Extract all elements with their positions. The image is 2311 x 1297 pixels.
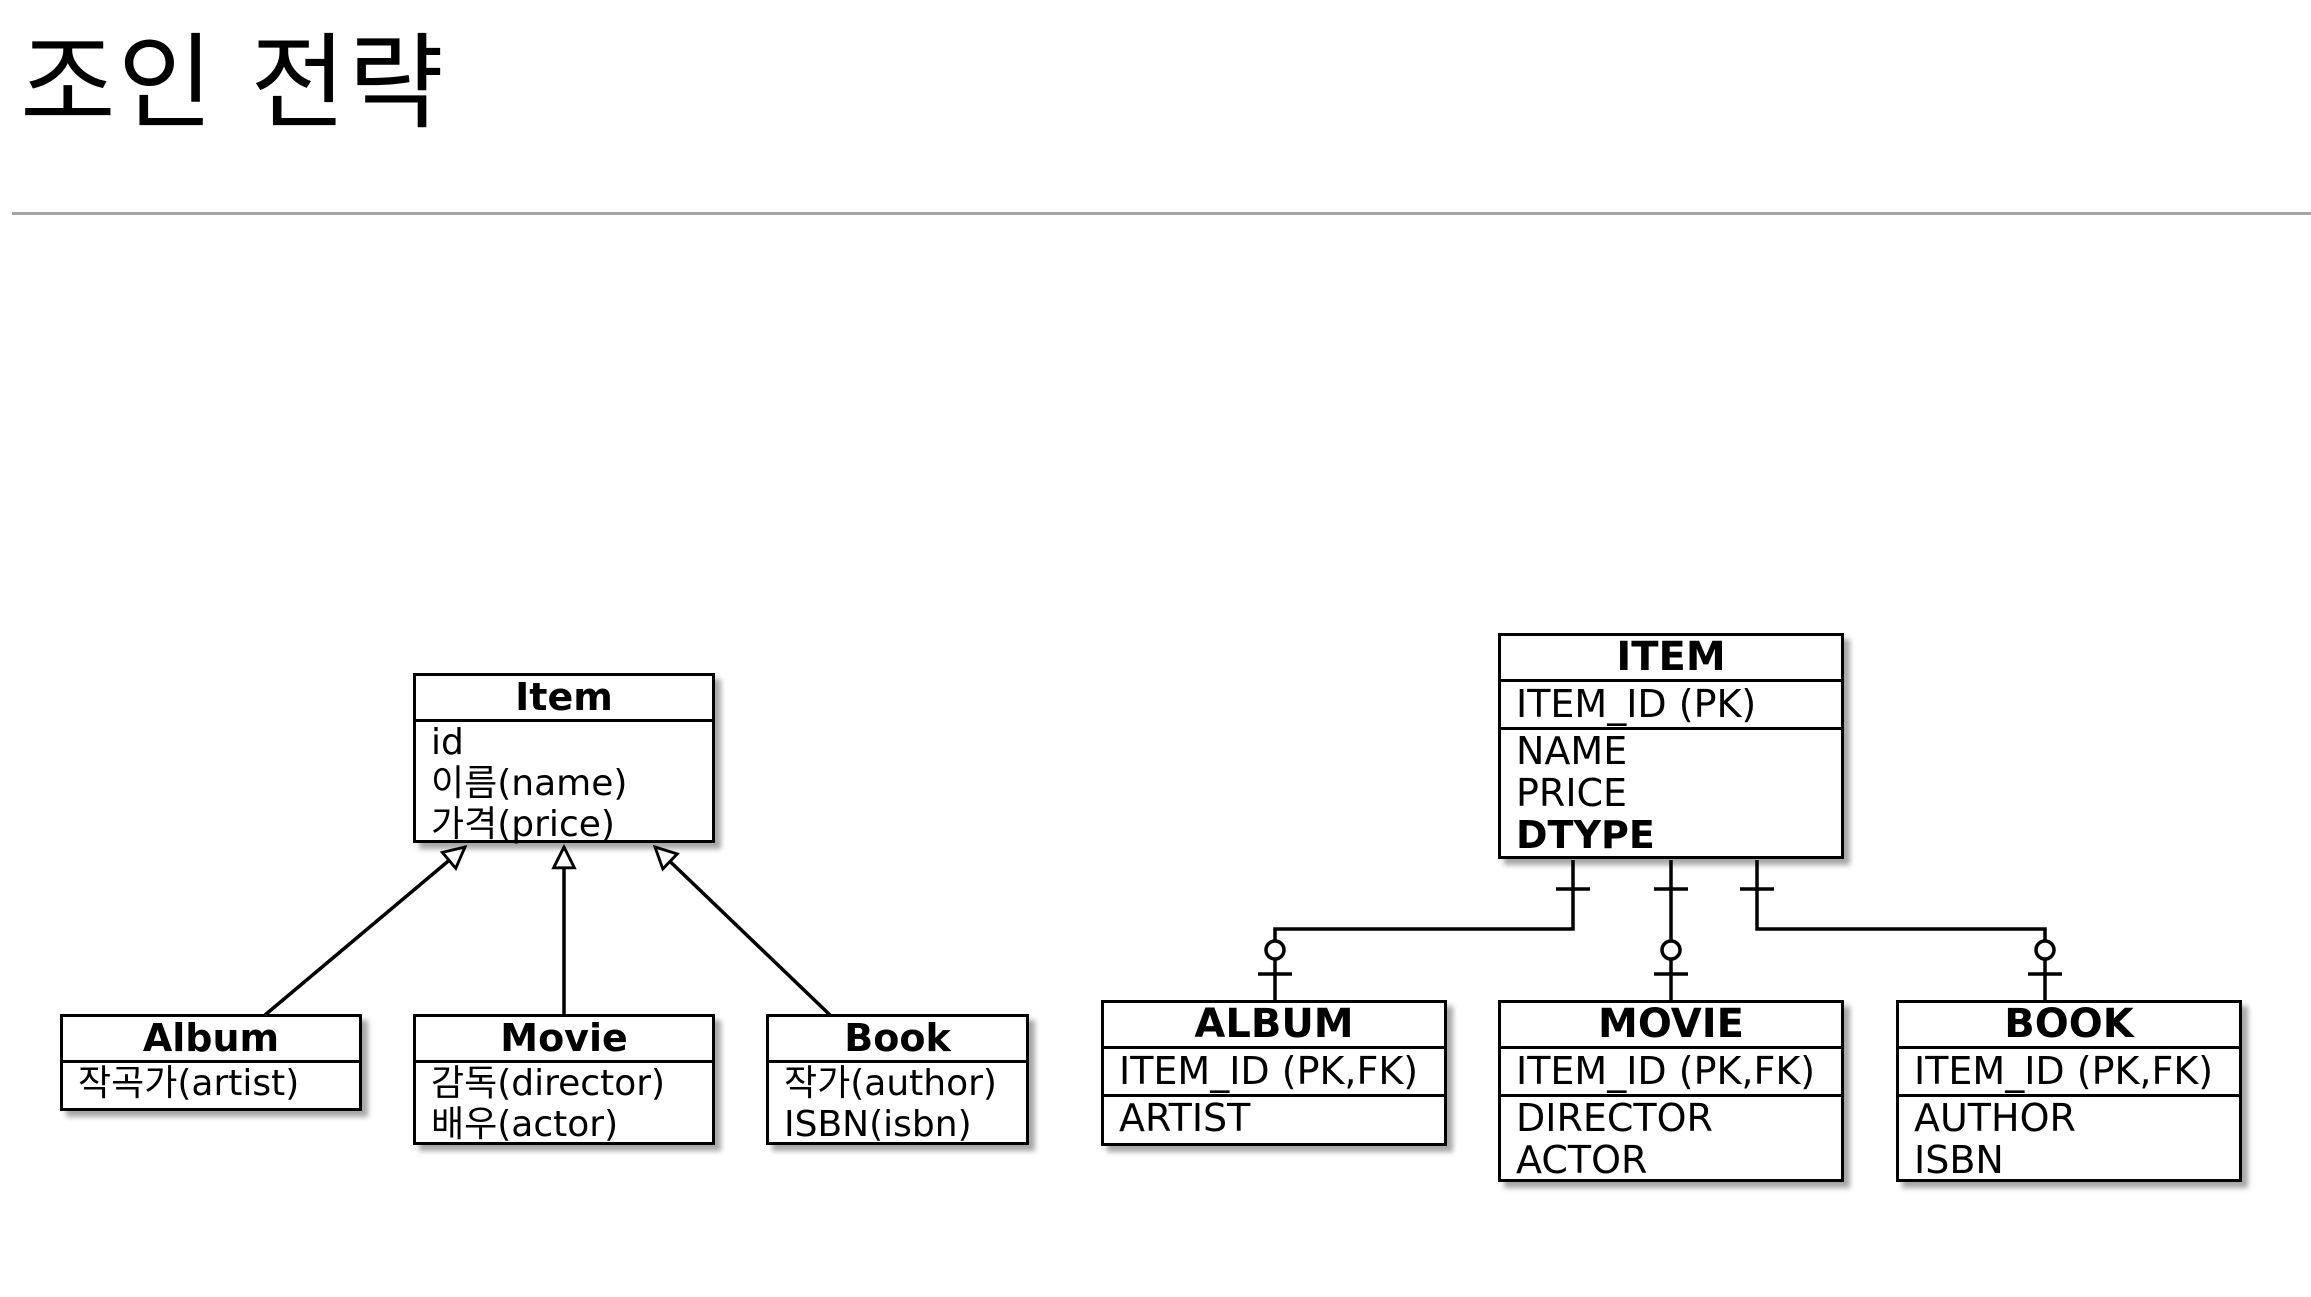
inherit-arrow-book — [655, 847, 832, 1017]
class-item-attributes: id 이름(name) 가격(price) — [416, 722, 712, 845]
relation-item-book — [1740, 860, 2062, 1001]
class-attribute: 배우(actor) — [431, 1104, 619, 1145]
table-album-columns: ARTIST — [1104, 1097, 1444, 1139]
table-album-name: ALBUM — [1104, 1003, 1444, 1049]
class-item-name: Item — [416, 676, 712, 722]
class-book-name: Book — [769, 1017, 1026, 1063]
class-item-box: Item id 이름(name) 가격(price) — [413, 673, 715, 845]
table-album-box: ALBUM ITEM_ID (PK,FK) ARTIST — [1101, 1000, 1447, 1146]
table-column: ACTOR — [1516, 1138, 1648, 1182]
slide-title: 조인 전략 — [20, 22, 446, 144]
relation-item-movie — [1654, 860, 1688, 1001]
table-movie-box: MOVIE ITEM_ID (PK,FK) DIRECTOR ACTOR — [1498, 1000, 1844, 1182]
table-movie-name: MOVIE — [1501, 1003, 1841, 1049]
table-column: AUTHOR — [1914, 1096, 2076, 1140]
table-book-primary-key: ITEM_ID (PK,FK) — [1899, 1049, 2239, 1097]
class-attribute: ISBN(isbn) — [784, 1104, 972, 1145]
class-attribute: 이름(name) — [431, 763, 628, 804]
table-book-name: BOOK — [1899, 1003, 2239, 1049]
table-column: PRICE — [1516, 771, 1628, 815]
class-movie-attributes: 감독(director) 배우(actor) — [416, 1063, 712, 1145]
table-item-primary-key: ITEM_ID (PK) — [1501, 682, 1841, 730]
table-discriminator-column: DTYPE — [1516, 813, 1655, 857]
title-divider — [12, 212, 2311, 215]
class-book-attributes: 작가(author) ISBN(isbn) — [769, 1063, 1026, 1145]
class-album-attributes: 작곡가(artist) — [63, 1063, 359, 1104]
inherit-arrow-album — [263, 847, 465, 1017]
table-column: ISBN — [1914, 1138, 2004, 1182]
class-album-name: Album — [63, 1017, 359, 1063]
relation-item-album — [1258, 860, 1590, 1001]
class-album-box: Album 작곡가(artist) — [60, 1014, 362, 1111]
class-attribute: 작가(author) — [784, 1063, 997, 1104]
table-album-primary-key: ITEM_ID (PK,FK) — [1104, 1049, 1444, 1097]
table-column: ARTIST — [1119, 1096, 1251, 1140]
class-attribute: id — [431, 722, 464, 763]
table-book-columns: AUTHOR ISBN — [1899, 1097, 2239, 1181]
class-attribute: 감독(director) — [431, 1063, 666, 1104]
table-movie-primary-key: ITEM_ID (PK,FK) — [1501, 1049, 1841, 1097]
class-movie-name: Movie — [416, 1017, 712, 1063]
class-attribute: 작곡가(artist) — [78, 1063, 300, 1104]
class-attribute: 가격(price) — [431, 804, 615, 845]
class-movie-box: Movie 감독(director) 배우(actor) — [413, 1014, 715, 1145]
table-column: NAME — [1516, 729, 1628, 773]
class-book-box: Book 작가(author) ISBN(isbn) — [766, 1014, 1029, 1145]
table-item-columns: NAME PRICE DTYPE — [1501, 730, 1841, 856]
table-book-box: BOOK ITEM_ID (PK,FK) AUTHOR ISBN — [1896, 1000, 2242, 1182]
table-item-name: ITEM — [1501, 636, 1841, 682]
table-movie-columns: DIRECTOR ACTOR — [1501, 1097, 1841, 1181]
table-item-box: ITEM ITEM_ID (PK) NAME PRICE DTYPE — [1498, 633, 1844, 859]
table-column: DIRECTOR — [1516, 1096, 1713, 1140]
